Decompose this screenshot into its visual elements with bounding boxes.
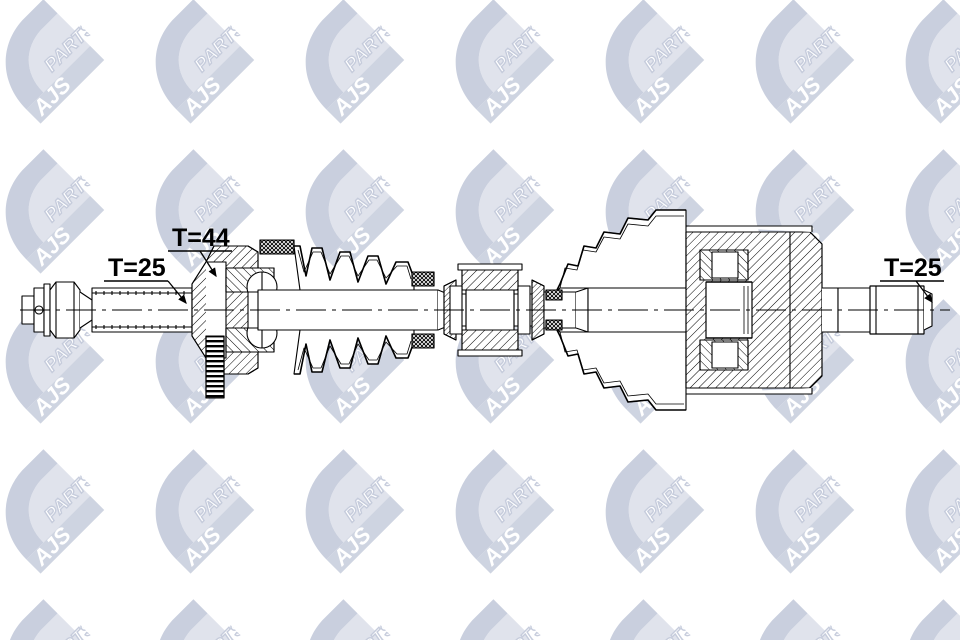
annotation-label: T=25 <box>884 254 942 282</box>
annotation-leader-line <box>915 280 933 304</box>
annotation-label: T=44 <box>172 224 230 252</box>
inner-tripod-joint <box>685 225 823 395</box>
annotation-label: T=25 <box>108 254 166 282</box>
abs-tone-ring <box>205 335 225 399</box>
